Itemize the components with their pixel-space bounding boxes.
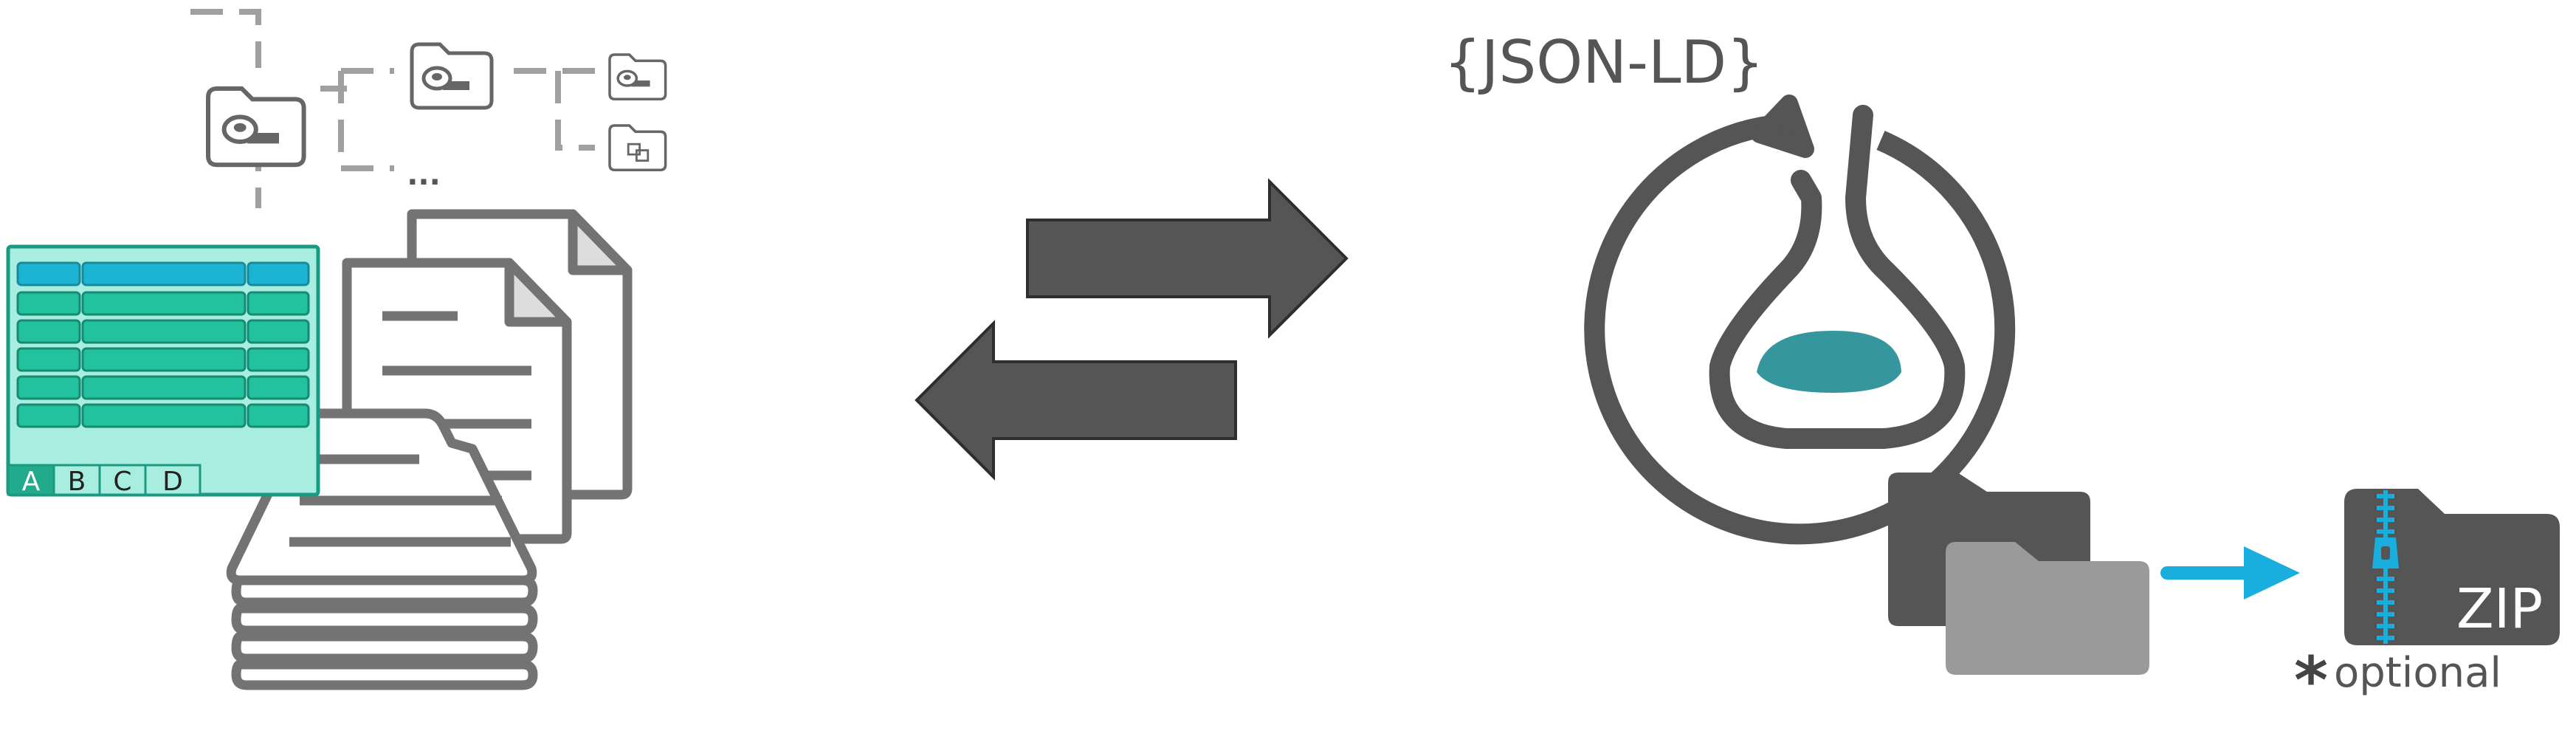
spreadsheet-data-rows xyxy=(16,291,310,428)
zip-label: ZIP xyxy=(2456,577,2543,641)
optional-note: * optional xyxy=(2294,642,2501,718)
zip-file-icon[interactable]: ZIP xyxy=(2344,489,2560,645)
json-ld-label: {JSON-LD} xyxy=(1444,28,1764,97)
sheet-tab-d[interactable] xyxy=(144,464,202,496)
tape-measure-folder-icon[interactable] xyxy=(208,89,304,165)
folder-tree: ... xyxy=(190,9,667,208)
tape-measure-folder-icon[interactable] xyxy=(608,53,667,100)
sheet-tab-c[interactable] xyxy=(98,464,147,496)
spreadsheet-icon[interactable]: A B C D xyxy=(6,244,320,497)
tree-more-ellipsis: ... xyxy=(407,158,441,192)
arrow-left-icon xyxy=(915,320,1237,481)
sheet-tab-b[interactable] xyxy=(52,464,101,496)
spreadsheet-header-row xyxy=(16,261,310,286)
optional-asterisk: * xyxy=(2294,642,2328,718)
arrow-right-blue-icon xyxy=(2160,546,2300,600)
optional-label: optional xyxy=(2334,649,2501,697)
sheet-tab-a[interactable] xyxy=(7,464,55,496)
sheet-tab-d-label: D xyxy=(162,467,183,497)
sheet-tabs: A B C D xyxy=(7,464,202,497)
conversion-arrows xyxy=(915,178,1349,481)
sheet-tab-a-label: A xyxy=(22,467,41,497)
rocrate-flask-cycle-icon xyxy=(1584,95,2016,545)
flask-liquid xyxy=(1757,331,1901,393)
shapes-folder-icon[interactable] xyxy=(608,124,667,171)
sheet-tab-b-label: B xyxy=(68,467,86,497)
arrow-right-icon xyxy=(1026,178,1349,339)
folders-icon[interactable] xyxy=(1888,473,2149,675)
tape-measure-folder-icon[interactable] xyxy=(412,44,492,108)
sheet-tab-c-label: C xyxy=(113,467,131,497)
document-stack xyxy=(226,209,633,690)
